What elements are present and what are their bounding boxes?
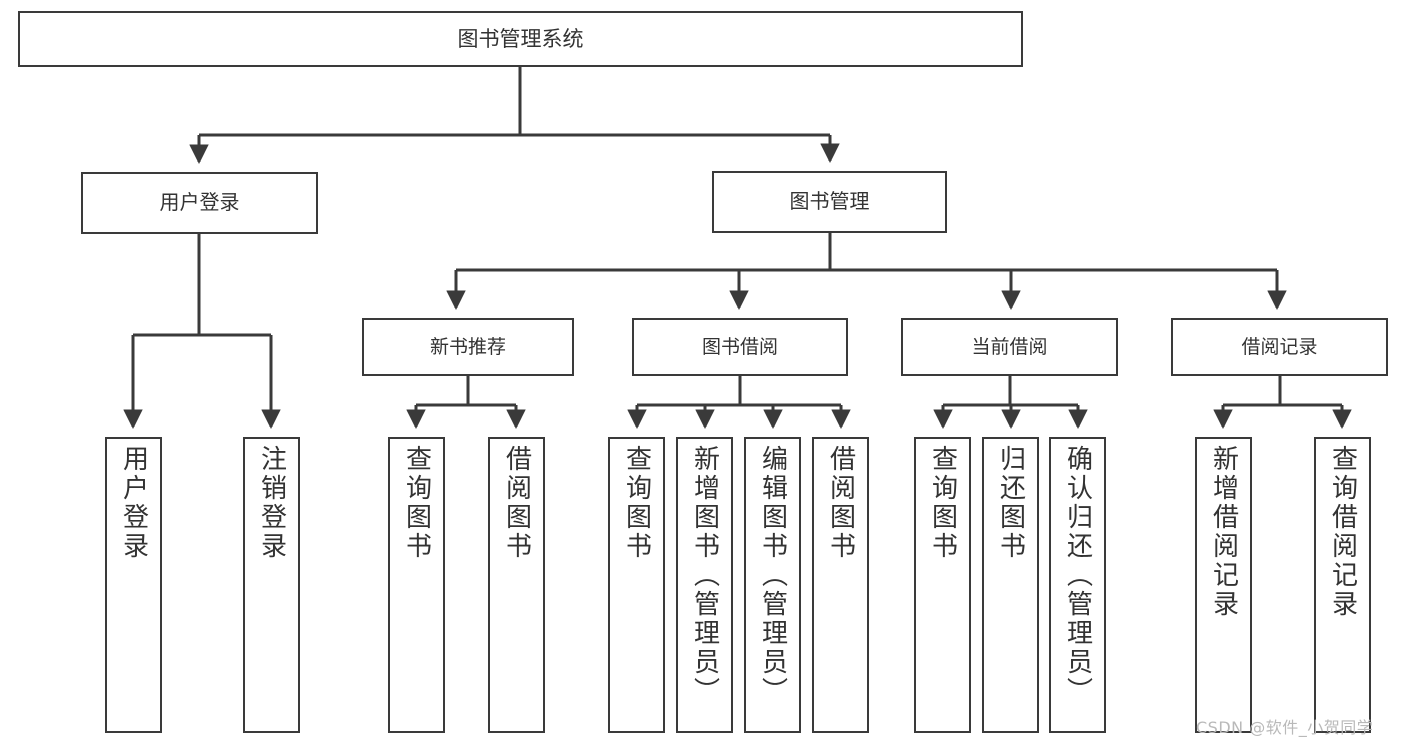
node-current-borrow: 当前借阅	[901, 318, 1118, 376]
node-label: 归还图书	[995, 445, 1026, 561]
node-label: 查询图书	[621, 445, 652, 561]
leaf-record-add-borrow-record: 新增借阅记录	[1195, 437, 1252, 733]
node-label: 图书管理	[789, 189, 870, 214]
leaf-logout-login: 注销登录	[243, 437, 300, 733]
node-label: 查询图书	[401, 445, 432, 561]
node-label: 查询借阅记录	[1327, 445, 1358, 619]
node-label: 用户登录	[118, 445, 149, 561]
node-label: 查询图书	[927, 445, 958, 561]
node-new-book-recommend: 新书推荐	[362, 318, 574, 376]
node-label: 编辑图书（管理员）	[757, 445, 788, 706]
node-label: 新增借阅记录	[1208, 445, 1239, 619]
node-label: 图书借阅	[701, 335, 778, 358]
leaf-user-login: 用户登录	[105, 437, 162, 733]
node-borrow-record: 借阅记录	[1171, 318, 1388, 376]
csdn-watermark: CSDN @软件_小贺同学	[1196, 718, 1374, 737]
node-label: 借阅图书	[825, 445, 856, 561]
leaf-current-query-books: 查询图书	[914, 437, 971, 733]
leaf-newbook-query-books: 查询图书	[388, 437, 445, 733]
leaf-borrow-query-books: 查询图书	[608, 437, 665, 733]
leaf-borrow-add-book-admin: 新增图书（管理员）	[676, 437, 733, 733]
leaf-record-query-borrow-record: 查询借阅记录	[1314, 437, 1371, 733]
leaf-borrow-edit-book-admin: 编辑图书（管理员）	[744, 437, 801, 733]
node-label: 当前借阅	[971, 335, 1048, 358]
leaf-current-confirm-return-admin: 确认归还（管理员）	[1049, 437, 1106, 733]
node-book-management: 图书管理	[712, 171, 947, 233]
leaf-newbook-borrow-books: 借阅图书	[488, 437, 545, 733]
node-label: 借阅图书	[501, 445, 532, 561]
leaf-current-return-books: 归还图书	[982, 437, 1039, 733]
node-label: 图书管理系统	[457, 26, 584, 51]
node-root-system: 图书管理系统	[18, 11, 1023, 67]
node-label: 新书推荐	[429, 335, 506, 358]
node-label: 新增图书（管理员）	[689, 445, 720, 706]
node-book-borrow: 图书借阅	[632, 318, 848, 376]
leaf-borrow-borrow-books: 借阅图书	[812, 437, 869, 733]
node-label: 注销登录	[256, 445, 287, 561]
node-label: 用户登录	[159, 190, 240, 215]
node-label: 借阅记录	[1241, 335, 1318, 358]
node-label: 确认归还（管理员）	[1062, 445, 1093, 706]
node-user-login: 用户登录	[81, 172, 318, 234]
